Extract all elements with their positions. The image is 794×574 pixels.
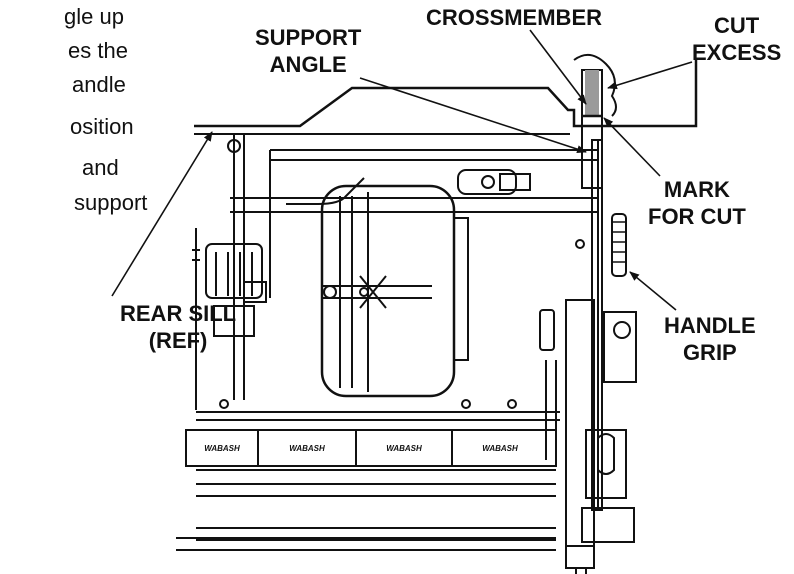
handle-grip-line-1: HANDLE [664,313,756,338]
mid-frame [230,197,598,213]
mark-for-cut-label: MARK FOR CUT [648,176,746,230]
intro-line-3: andle [72,72,126,97]
rear-sill-label: REAR SILL (REF) [120,300,236,354]
handle-grip-line-2: GRIP [682,340,737,365]
panel-label-4: WABASH [482,444,518,453]
intro-line-1: gle up [64,4,124,29]
leader-support-angle [359,77,587,154]
left-post [233,134,245,400]
cut-excess-label: CUT EXCESS [692,12,781,66]
intro-line-6: support [74,190,148,215]
panel-label-3: WABASH [386,444,422,453]
handle-grip-body [611,213,627,277]
brake-chamber [320,184,456,398]
rear-sill-line-1: REAR SILL [120,301,237,326]
crossmember-label: CROSSMEMBER [426,4,602,31]
leader-handle-grip [629,271,677,311]
mark-for-cut-line-1: MARK [663,177,730,202]
lower-rail-mid [196,483,556,497]
panel-label-2: WABASH [289,444,325,453]
support-angle-label: SUPPORT ANGLE [255,24,361,78]
cut-excess-line-1: CUT [714,13,760,38]
leader-mark-for-cut [603,117,661,177]
lower-rail-bottom [196,527,556,541]
handle-grip-label: HANDLE GRIP [664,312,756,366]
crossmember-break-line [573,53,617,117]
support-angle-line-2: ANGLE [269,52,347,77]
leader-cut-excess [607,61,693,90]
chamber-rod [322,285,432,299]
crossmember-label-text: CROSSMEMBER [426,5,603,30]
support-angle-line-1: SUPPORT [255,25,362,50]
intro-line-4: osition [70,114,134,139]
panel-strip [185,429,557,467]
support-angle-bar [591,139,603,511]
leader-crossmember [529,29,587,105]
lower-rail-top [196,411,560,421]
intro-line-2: es the [68,38,128,63]
intro-line-5: and [82,155,119,180]
rear-sill-line-2: (REF) [148,328,208,353]
cut-excess-line-2: EXCESS [692,40,782,65]
spring-assembly [205,243,263,299]
upper-frame [269,149,598,298]
cut-excess-zone [585,70,599,116]
mark-for-cut-line-2: FOR CUT [648,204,746,229]
crossmember-body [581,69,603,189]
panel-label-1: WABASH [204,444,240,453]
